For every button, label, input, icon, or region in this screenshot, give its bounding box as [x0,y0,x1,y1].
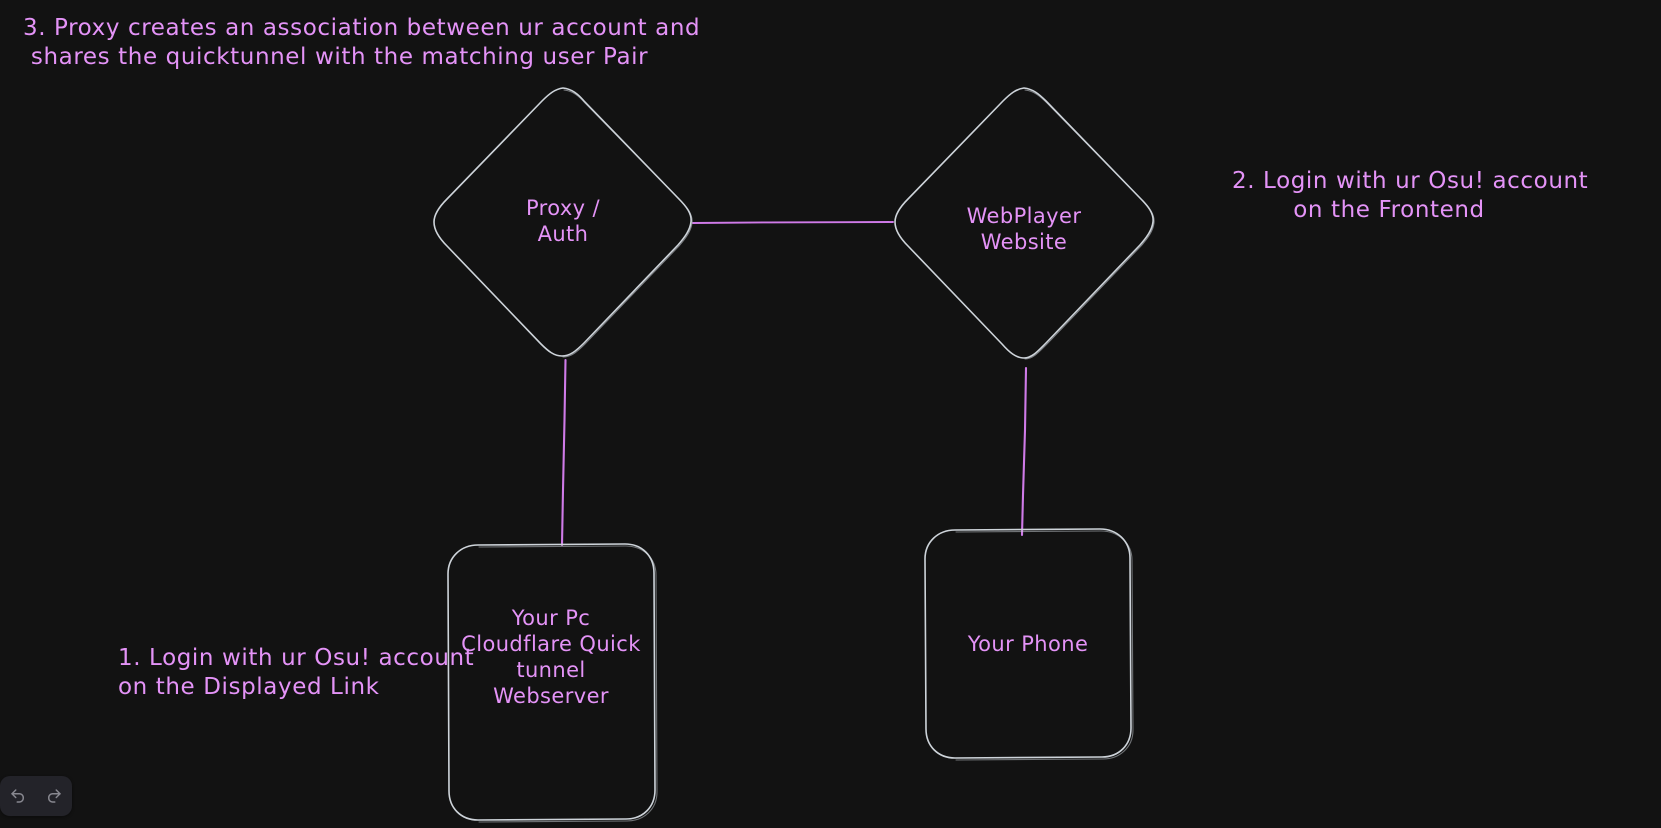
node-label-your-phone: Your Phone [967,632,1089,656]
node-your-phone[interactable] [924,528,1134,761]
redo-button[interactable] [41,783,67,809]
note-step-3[interactable]: 3. Proxy creates an association between … [23,15,701,70]
connector-proxy-to-yourpc[interactable] [560,358,567,547]
connector-webplayer-to-yourphone[interactable] [1020,366,1028,537]
node-webplayer-website[interactable] [894,87,1155,360]
node-label-your-pc: Your Pc Cloudflare Quick tunnel Webserve… [461,606,641,708]
undo-redo-toolbar [0,776,72,816]
undo-icon [9,787,27,805]
node-proxy-auth[interactable] [433,87,693,358]
redo-icon [45,787,63,805]
node-your-pc[interactable] [447,543,658,823]
undo-button[interactable] [5,783,31,809]
node-label-webplayer-website: WebPlayer Website [966,204,1082,254]
note-step-1[interactable]: 1. Login with ur Osu! account on the Dis… [118,645,475,700]
note-step-2[interactable]: 2. Login with ur Osu! account on the Fro… [1232,168,1589,223]
connector-proxy-to-webplayer[interactable] [692,221,894,224]
node-label-proxy-auth: Proxy / Auth [525,196,601,246]
